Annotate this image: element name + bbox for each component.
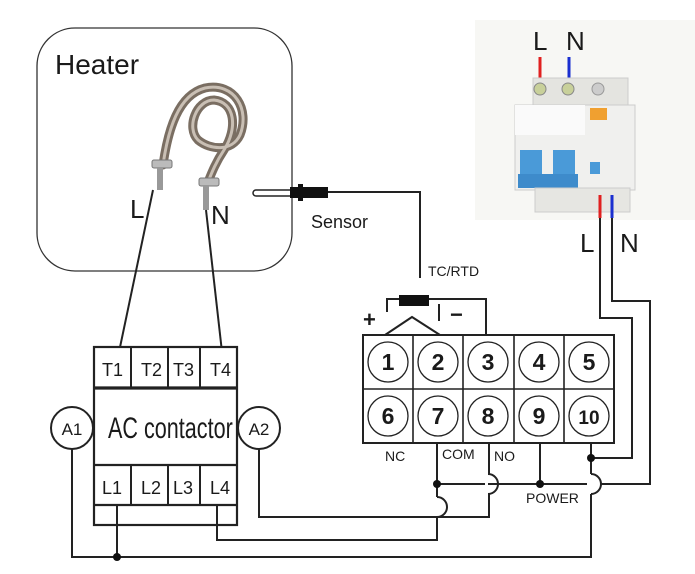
ac-contactor: T1 T2 T3 T4 AC contactor L1 L2 L3 L4 A1 … [50,345,281,527]
terminal-7-label: 7 [432,403,445,429]
terminal-10-hop [590,473,602,495]
test-button [590,108,607,120]
terminal-10-label: 10 [578,408,599,429]
terminal-8-label: 8 [482,403,495,429]
contactor-terminal-l4: L4 [210,478,230,498]
terminal-10-to-a1-wire [71,449,592,558]
label-nc: NC [385,448,405,464]
junction-terminal-10 [587,454,595,462]
circuit-breaker: L N L N [475,20,695,258]
terminal-5-label: 5 [583,349,596,375]
sensor-plus: + [363,307,376,332]
junction-com [433,480,441,488]
breaker-bottom-l: L [580,228,594,258]
contactor-title: AC contactor [108,410,233,444]
terminal-3-label: 3 [482,349,495,375]
contactor-terminal-t2: T2 [141,360,162,380]
terminal-10-circle [568,395,610,437]
resistor-icon [399,295,429,306]
contactor-terminal-t3: T3 [173,360,194,380]
thermocouple-symbol: + − [363,295,487,336]
heater-n-wire [205,209,223,353]
heater: Heater L N [36,27,293,272]
controller-terminal-block: 1 2 3 4 5 6 7 8 9 10 NC COM NO POWER [362,334,615,506]
contactor-terminal-l1: L1 [102,478,122,498]
breaker-top-n: N [566,26,585,56]
label-no: NO [494,448,515,464]
contactor-terminal-l2: L2 [141,478,161,498]
contactor-terminal-l3: L3 [173,478,193,498]
heater-l-wire [118,189,154,353]
terminal-6-circle [367,395,409,437]
terminal-5-circle [568,341,610,383]
label-com: COM [442,446,475,462]
terminal-1-label: 1 [382,349,395,375]
sensor-wire [328,191,421,278]
terminal-7-circle [417,395,459,437]
terminal-9-label: 9 [533,403,546,429]
l4-wire [216,505,438,541]
breaker-top-l: L [533,26,547,56]
junction-power [536,480,544,488]
heater-terminal-n: N [211,200,230,230]
heating-element-icon [151,82,248,210]
sensor-label: Sensor [311,212,368,232]
heater-title: Heater [55,49,139,80]
terminal-6-label: 6 [382,403,395,429]
sensor-type-label: TC/RTD [428,263,479,279]
breaker-bottom-n: N [620,228,639,258]
com-wire-hop [436,496,448,518]
terminal-4-label: 4 [533,349,546,375]
terminal-2-circle [417,341,459,383]
coil-label-a1: A1 [62,420,83,439]
supply-line-wire [591,218,633,459]
contactor-terminal-t1: T1 [102,360,123,380]
breaker-toggle [518,174,578,188]
coil-label-a2: A2 [249,420,270,439]
terminal-9-circle [518,395,560,437]
contactor-terminal-t4: T4 [210,360,231,380]
terminal-1-circle [367,341,409,383]
sensor-probe-icon [252,184,328,201]
terminal-3-circle [467,341,509,383]
terminal-2-label: 2 [432,349,445,375]
no-to-a2-wire [258,449,490,518]
heater-terminal-l: L [130,194,144,224]
label-power: POWER [526,490,579,506]
junction-l1 [113,553,121,561]
terminal-4-circle [518,341,560,383]
terminal-8-circle [467,395,509,437]
sensor-minus: − [450,302,463,327]
